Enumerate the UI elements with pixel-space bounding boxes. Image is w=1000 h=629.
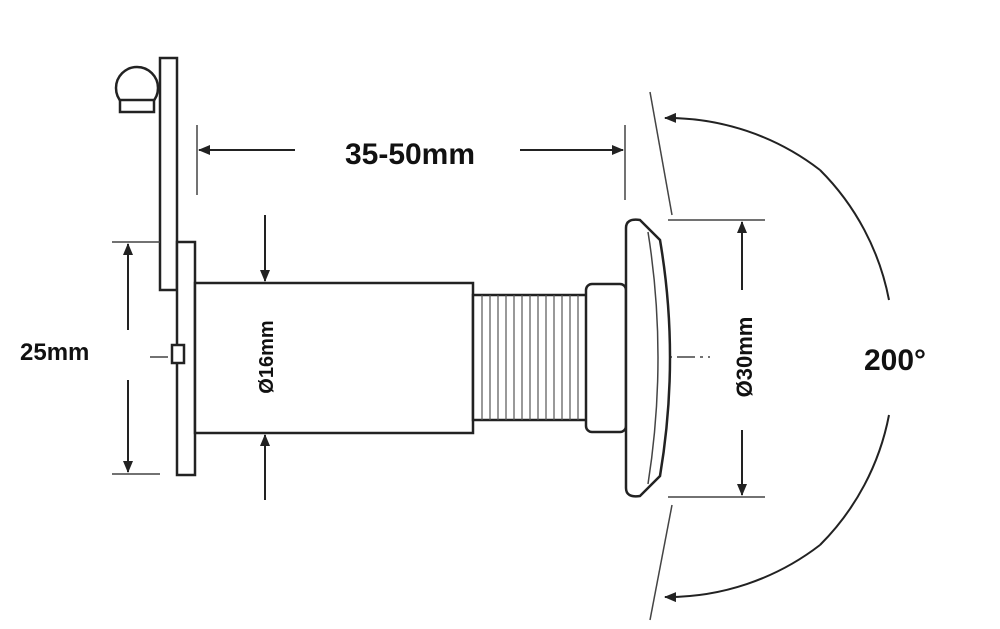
lens-head — [624, 218, 672, 498]
flange-height-label: 25mm — [20, 339, 89, 366]
collar — [584, 282, 628, 434]
view-angle-label: 200° — [864, 344, 926, 377]
tube-diameter-label: Ø16mm — [256, 320, 278, 393]
viewer-tube — [193, 281, 475, 435]
threaded-section — [471, 293, 590, 422]
length-label: 35-50mm — [345, 138, 475, 171]
cover-flap — [114, 56, 179, 292]
lens-diameter-dimension — [668, 219, 765, 498]
view-angle-arc — [649, 91, 890, 621]
lens-diameter-label: Ø30mm — [732, 317, 757, 398]
length-dimension — [196, 125, 626, 200]
flange-height-dimension — [112, 241, 160, 475]
